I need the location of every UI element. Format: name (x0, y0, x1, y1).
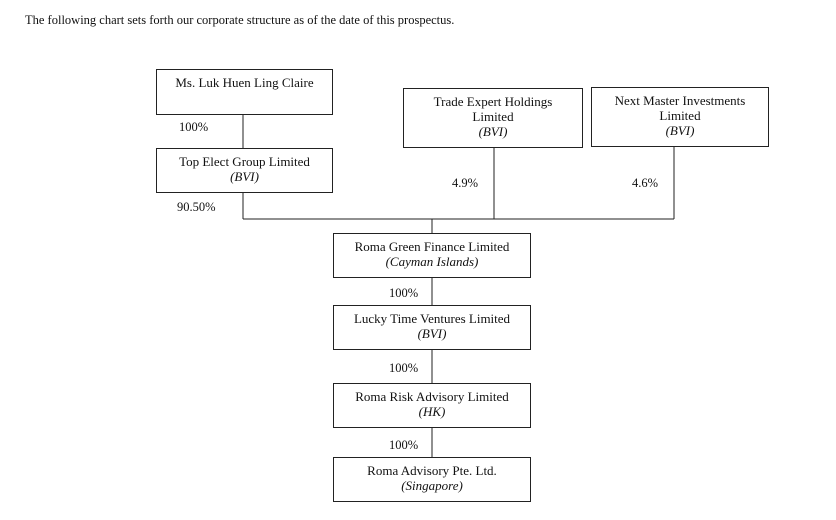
pct-top-elect-roma-green: 90.50% (177, 200, 216, 214)
entity-trade-expert: Trade Expert Holdings Limited (BVI) (403, 88, 583, 148)
entity-name: Roma Green Finance Limited (354, 239, 510, 254)
pct-roma-green-lucky-time: 100% (389, 286, 419, 300)
entity-name: Roma Advisory Pte. Ltd. (367, 463, 497, 478)
entity-name: Roma Risk Advisory Limited (355, 389, 509, 404)
entity-lucky-time: Lucky Time Ventures Limited (BVI) (333, 305, 531, 350)
pct-luk-top-elect: 100% (179, 120, 209, 134)
entity-name-line1: Trade Expert Holdings (433, 94, 553, 109)
pct-roma-risk-roma-advisory: 100% (389, 438, 419, 452)
pct-next-master-roma-green: 4.6% (632, 176, 659, 190)
entity-jurisdiction: (BVI) (478, 124, 508, 139)
entity-luk: Ms. Luk Huen Ling Claire (156, 69, 333, 115)
entity-next-master: Next Master Investments Limited (BVI) (591, 87, 769, 147)
entity-jurisdiction: (Singapore) (401, 478, 463, 493)
pct-lucky-time-roma-risk: 100% (389, 361, 419, 375)
entity-name: Ms. Luk Huen Ling Claire (175, 75, 314, 90)
entity-name-line2: Limited (659, 108, 701, 123)
entity-name: Top Elect Group Limited (179, 154, 310, 169)
entity-jurisdiction: (HK) (418, 404, 446, 419)
intro-text: The following chart sets forth our corpo… (25, 13, 455, 27)
entity-roma-green: Roma Green Finance Limited (Cayman Islan… (333, 233, 531, 278)
entity-top-elect: Top Elect Group Limited (BVI) (156, 148, 333, 193)
entity-jurisdiction: (BVI) (665, 123, 695, 138)
entity-jurisdiction: (BVI) (417, 326, 447, 341)
entity-name-line2: Limited (472, 109, 514, 124)
pct-trade-expert-roma-green: 4.9% (452, 176, 479, 190)
entity-name-line1: Next Master Investments (614, 93, 746, 108)
entity-jurisdiction: (Cayman Islands) (385, 254, 479, 269)
entity-name: Lucky Time Ventures Limited (353, 311, 511, 326)
entity-jurisdiction: (BVI) (230, 169, 259, 184)
entity-roma-risk: Roma Risk Advisory Limited (HK) (333, 383, 531, 428)
entity-roma-advisory: Roma Advisory Pte. Ltd. (Singapore) (333, 457, 531, 502)
